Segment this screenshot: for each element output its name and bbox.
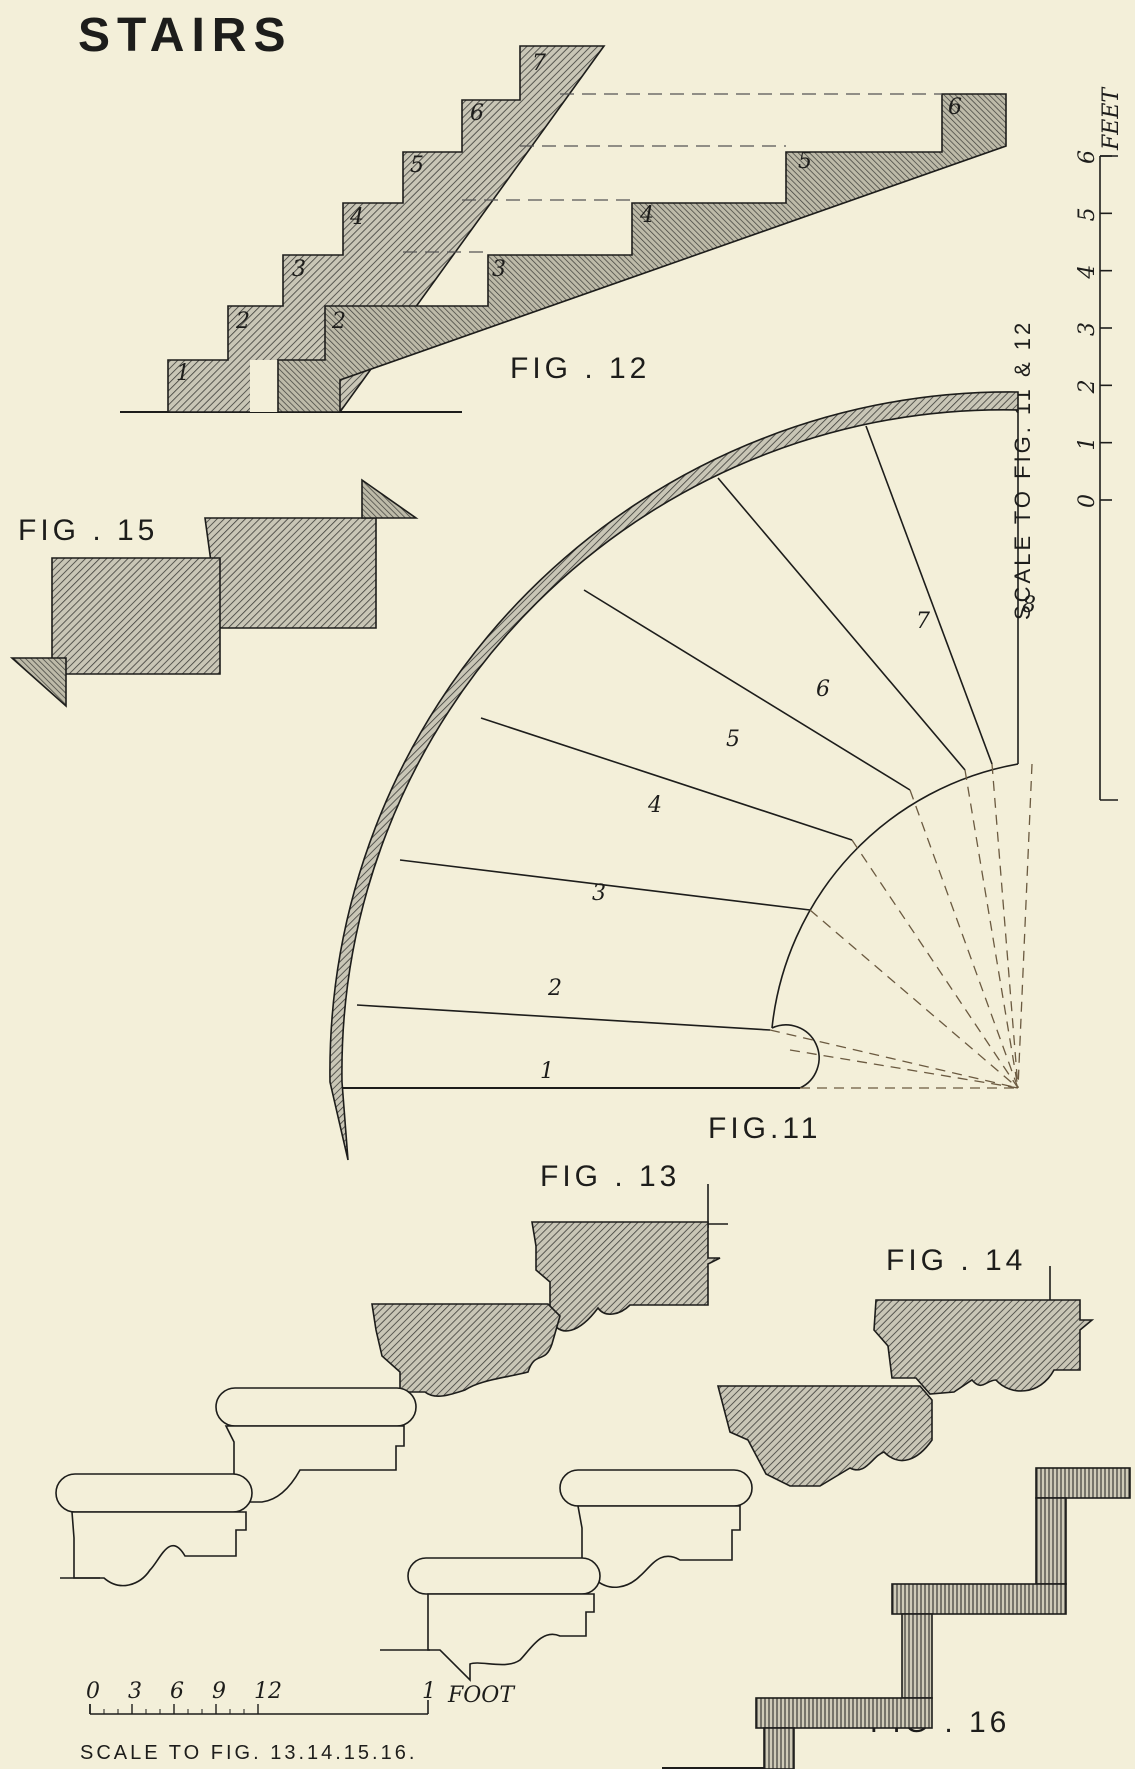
scale-foot-tick-label: 9 bbox=[212, 1679, 226, 1704]
fig11-step-number: 3 bbox=[592, 881, 606, 906]
fig12-left-step-number: 4 bbox=[349, 205, 364, 230]
scale-foot-tick-label: 3 bbox=[128, 1679, 142, 1704]
scale-foot-end: 1 bbox=[422, 1679, 436, 1704]
scale-feet bbox=[1099, 155, 1118, 801]
scale-foot-caption: SCALE TO FIG. 13.14.15.16. bbox=[80, 1742, 418, 1764]
scale-feet-tick-label: 5 bbox=[1075, 207, 1100, 221]
fig11-outer-wall bbox=[329, 391, 1019, 1161]
fig11-step-numbers: 1 2 3 4 5 6 7 8 bbox=[540, 593, 1036, 1084]
scale-foot-tick-label: 0 bbox=[86, 1679, 100, 1704]
fig12-caption: FIG . 12 bbox=[510, 352, 651, 385]
scale-feet-tick-label: 3 bbox=[1075, 322, 1100, 336]
fig11-step-number: 4 bbox=[647, 793, 662, 818]
fig14-caption: FIG . 14 bbox=[886, 1244, 1027, 1277]
scale-feet-tick-label: 6 bbox=[1075, 150, 1100, 164]
fig13-caption: FIG . 13 bbox=[540, 1160, 681, 1193]
scale-feet-unit: FEET bbox=[1099, 86, 1124, 151]
fig12-right-stair bbox=[277, 93, 1007, 413]
scale-foot-tick-label: 6 bbox=[170, 1679, 184, 1704]
fig12-right-step-number: 3 bbox=[492, 257, 506, 282]
scale-feet-tick-label: 1 bbox=[1075, 437, 1100, 451]
fig12-right-step-number: 5 bbox=[798, 149, 812, 174]
fig15-caption: FIG . 15 bbox=[18, 514, 159, 547]
fig12-left-step-number: 2 bbox=[235, 309, 250, 334]
fig12-right-step-number: 4 bbox=[639, 203, 654, 228]
fig11-step-number: 2 bbox=[547, 976, 562, 1001]
scale-foot-unit: FOOT bbox=[447, 1683, 516, 1708]
fig12-left-stair bbox=[167, 45, 606, 413]
fig12-drawing bbox=[120, 45, 1007, 413]
fig16-drawing bbox=[662, 1467, 1131, 1769]
fig11-drawing bbox=[329, 391, 1033, 1161]
plate-title: STAIRS bbox=[78, 9, 293, 62]
fig12-left-step-number: 1 bbox=[176, 361, 190, 386]
scale-foot-tick-label: 12 bbox=[254, 1679, 282, 1704]
scale-feet-tick-label: 2 bbox=[1075, 379, 1100, 394]
fig15-drawing bbox=[9, 478, 419, 708]
fig12-left-step-number: 7 bbox=[532, 51, 546, 76]
scale-feet-tick-label: 0 bbox=[1075, 494, 1100, 508]
fig12-left-step-numbers: 1 2 3 4 5 6 7 bbox=[176, 51, 546, 386]
fig12-right-step-numbers: 2 3 4 5 6 bbox=[331, 95, 962, 334]
fig11-step-number: 6 bbox=[816, 677, 830, 702]
fig11-caption: FIG.11 bbox=[708, 1112, 822, 1145]
fig11-step-number: 8 bbox=[1022, 593, 1036, 618]
fig11-step-number: 7 bbox=[916, 609, 930, 634]
fig14-drawing bbox=[380, 1266, 1095, 1682]
fig13-drawing bbox=[55, 1184, 728, 1587]
scale-feet-ticks: 0 1 2 3 4 5 6 bbox=[1075, 150, 1112, 508]
fig11-step-number: 5 bbox=[726, 727, 740, 752]
fig12-left-step-number: 6 bbox=[470, 101, 484, 126]
scale-feet-tick-label: 4 bbox=[1075, 265, 1100, 280]
fig12-right-step-number: 6 bbox=[948, 95, 962, 120]
fig12-left-step-number: 3 bbox=[292, 257, 306, 282]
fig12-right-step-number: 2 bbox=[331, 309, 346, 334]
fig12-left-step-number: 5 bbox=[410, 153, 424, 178]
fig11-step-number: 1 bbox=[540, 1059, 554, 1084]
scale-foot-ticks: 0 3 6 9 12 bbox=[86, 1679, 282, 1714]
